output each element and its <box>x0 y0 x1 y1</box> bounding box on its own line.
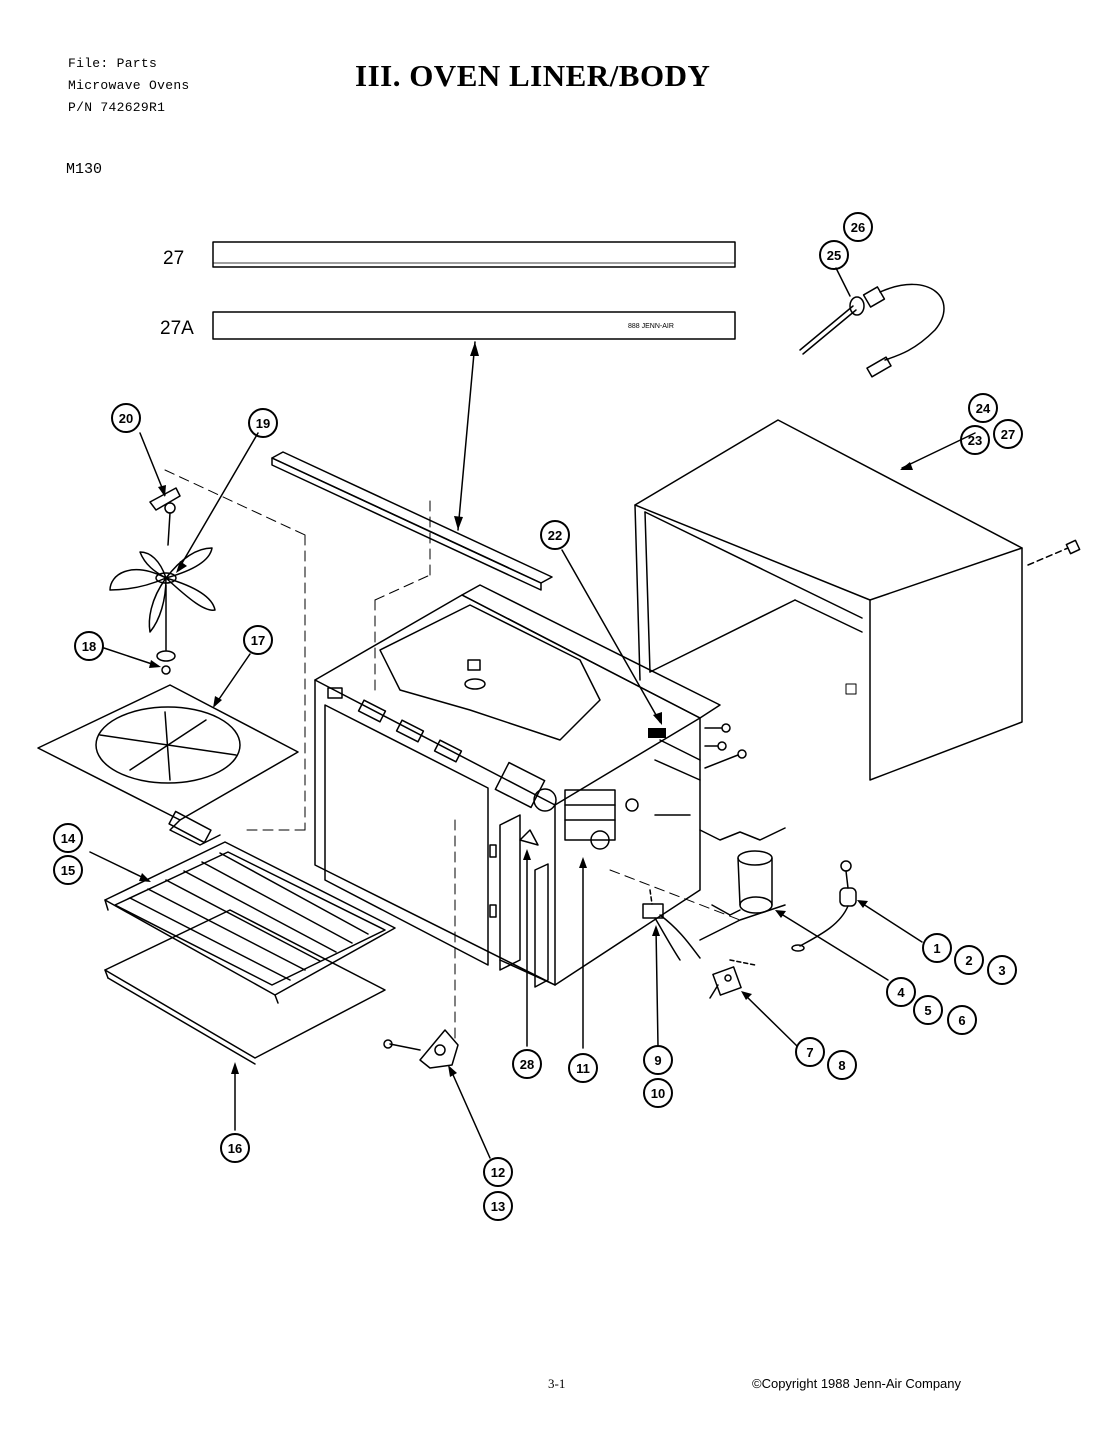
svg-text:18: 18 <box>82 639 96 654</box>
svg-text:7: 7 <box>806 1045 813 1060</box>
mounting-screws <box>654 723 747 816</box>
oven-liner-body <box>314 584 721 988</box>
svg-text:3: 3 <box>998 963 1005 978</box>
trim-strip-27 <box>212 241 736 268</box>
svg-text:13: 13 <box>491 1199 505 1214</box>
page-number: 3-1 <box>548 1376 566 1391</box>
callout-27: 27 <box>993 419 1023 449</box>
callout-20: 20 <box>111 403 141 433</box>
svg-text:26: 26 <box>851 220 865 235</box>
svg-text:11: 11 <box>576 1061 590 1076</box>
callout-3: 3 <box>987 955 1017 985</box>
high-voltage-capacitor <box>699 827 786 941</box>
callout-1: 1 <box>922 933 952 963</box>
svg-text:15: 15 <box>61 863 75 878</box>
outer-cabinet <box>634 419 1023 781</box>
oven-tray <box>104 909 386 1065</box>
callout-24: 24 <box>968 393 998 423</box>
model-label: M130 <box>66 161 103 178</box>
callout-15: 15 <box>53 855 83 885</box>
file-label: File: Parts <box>68 56 158 71</box>
callout-10: 10 <box>643 1078 673 1108</box>
callout-26: 26 <box>843 212 873 242</box>
svg-text:23: 23 <box>968 433 982 448</box>
svg-text:24: 24 <box>976 401 991 416</box>
category-label: Microwave Ovens <box>68 78 190 93</box>
svg-text:5: 5 <box>924 1003 931 1018</box>
callout-22: 22 <box>540 520 570 550</box>
callout-17: 17 <box>243 625 273 655</box>
trim-strip-27a <box>212 311 736 340</box>
page-title: III. OVEN LINER/BODY <box>355 58 711 93</box>
callout-markers: 1 2 3 4 5 6 7 8 9 10 11 12 13 14 15 16 1… <box>53 212 1023 1221</box>
svg-text:1: 1 <box>933 941 940 956</box>
callout-11: 11 <box>568 1053 598 1083</box>
callout-19: 19 <box>248 408 278 438</box>
callout-2: 2 <box>954 945 984 975</box>
callout-5: 5 <box>913 995 943 1025</box>
svg-text:10: 10 <box>651 1086 665 1101</box>
svg-text:27: 27 <box>1001 427 1015 442</box>
callout-25: 25 <box>819 240 849 270</box>
callout-6: 6 <box>947 1005 977 1035</box>
svg-text:2: 2 <box>965 953 972 968</box>
svg-text:8: 8 <box>838 1058 845 1073</box>
svg-text:25: 25 <box>827 248 841 263</box>
callout-7: 7 <box>795 1037 825 1067</box>
high-voltage-diode <box>791 860 857 952</box>
brand-mark: 888 JENN-AIR <box>628 323 674 330</box>
svg-text:4: 4 <box>897 985 905 1000</box>
callout-8: 8 <box>827 1050 857 1080</box>
strip-27a-label: 27A <box>160 318 194 339</box>
callout-14: 14 <box>53 823 83 853</box>
svg-text:28: 28 <box>520 1057 534 1072</box>
bottom-plate <box>37 684 299 846</box>
callout-28: 28 <box>512 1049 542 1079</box>
callout-13: 13 <box>483 1191 513 1221</box>
callout-23: 23 <box>960 425 990 455</box>
callout-9: 9 <box>643 1045 673 1075</box>
part-number-label: P/N 742629R1 <box>68 100 166 115</box>
callout-18: 18 <box>74 631 104 661</box>
callout-16: 16 <box>220 1133 250 1163</box>
top-trim-bar <box>271 451 553 591</box>
stirrer-assembly <box>109 487 216 675</box>
copyright-notice: ©Copyright 1988 Jenn-Air Company <box>752 1376 962 1391</box>
door-latch <box>383 1029 459 1069</box>
svg-text:12: 12 <box>491 1165 505 1180</box>
callout-12: 12 <box>483 1157 513 1187</box>
svg-text:9: 9 <box>654 1053 661 1068</box>
temperature-probe <box>799 283 945 378</box>
switch-bracket <box>709 959 756 999</box>
interlock-switch <box>642 889 701 961</box>
callout-4: 4 <box>886 977 916 1007</box>
svg-text:14: 14 <box>61 831 76 846</box>
strip-27-label: 27 <box>163 248 184 269</box>
svg-text:22: 22 <box>548 528 562 543</box>
svg-text:16: 16 <box>228 1141 242 1156</box>
svg-text:6: 6 <box>958 1013 965 1028</box>
svg-text:17: 17 <box>251 633 265 648</box>
svg-text:20: 20 <box>119 411 133 426</box>
oven-rack <box>104 841 396 1004</box>
svg-text:19: 19 <box>256 416 270 431</box>
